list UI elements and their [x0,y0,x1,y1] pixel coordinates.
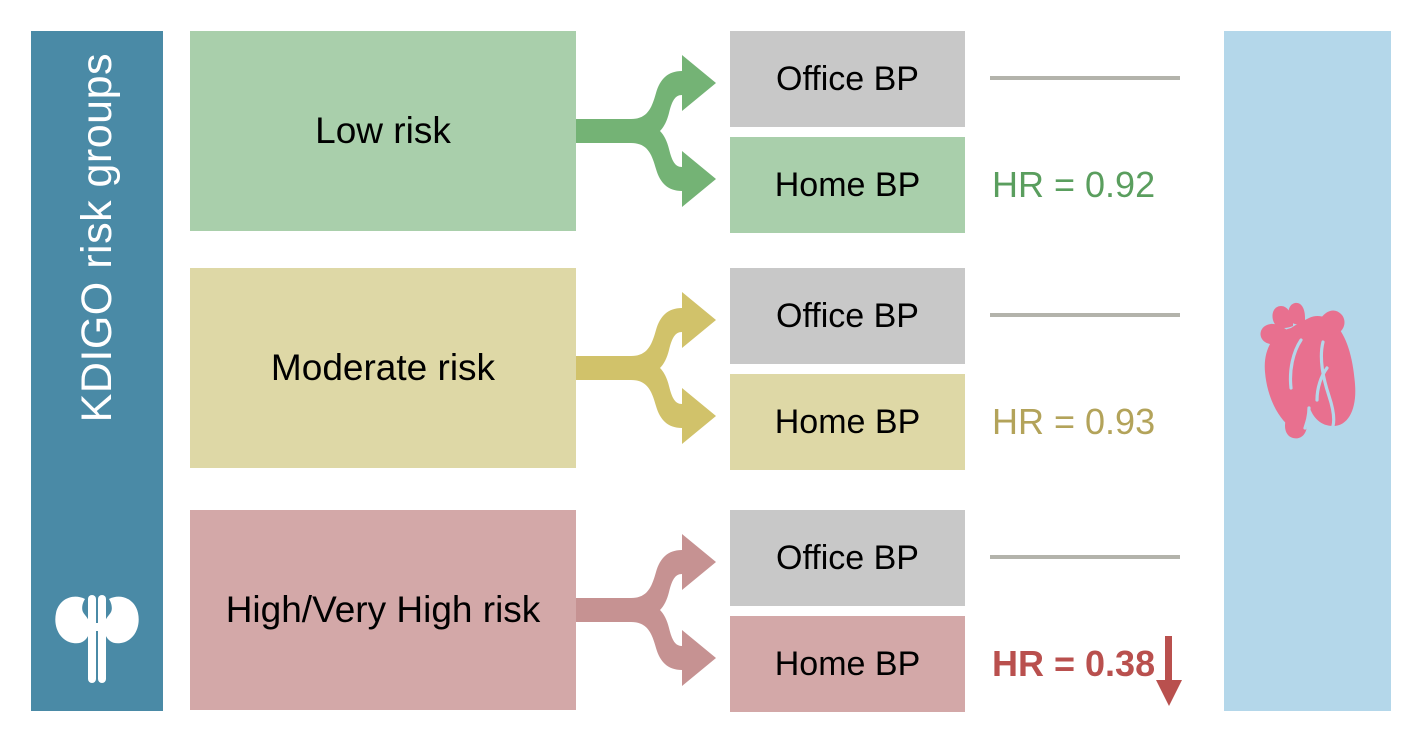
office-bp-label-high: Office BP [776,538,919,577]
heart-icon [1260,302,1355,439]
kdigo-risk-groups-sidebar: KDIGO risk groups [31,31,163,711]
hr-value-low: HR = 0.92 [992,164,1156,205]
cardiovascular-outcome-panel [1224,31,1391,711]
risk-box-moderate[interactable]: Moderate risk [190,268,576,468]
risk-row-high: High/Very High risk Office BP Home BP HR… [190,510,1190,712]
office-bp-result-rule-low [990,76,1180,80]
home-bp-box-high[interactable]: Home BP [730,616,965,712]
office-bp-box-low[interactable]: Office BP [730,31,965,127]
risk-label-moderate: Moderate risk [270,347,496,388]
fork-arrow-moderate [576,292,716,444]
risk-box-low[interactable]: Low risk [190,31,576,231]
sidebar-title: KDIGO risk groups [72,53,121,423]
risk-row-moderate: Moderate risk Office BP Home BP HR = 0.9… [190,268,1190,470]
office-bp-box-high[interactable]: Office BP [730,510,965,606]
office-bp-box-moderate[interactable]: Office BP [730,268,965,364]
risk-label-high: High/Very High risk [225,589,541,630]
office-bp-label-low: Office BP [776,59,919,98]
risk-label-low: Low risk [315,110,451,151]
down-arrow-icon [1156,636,1183,706]
home-bp-box-moderate[interactable]: Home BP [730,374,965,470]
home-bp-label-moderate: Home BP [774,402,921,441]
office-bp-result-rule-high [990,555,1180,559]
home-bp-label-low: Home BP [774,165,921,204]
home-bp-label-high: Home BP [774,644,921,683]
office-bp-result-rule-moderate [990,313,1180,317]
office-bp-label-moderate: Office BP [776,296,919,335]
risk-row-low: Low risk Office BP Home BP HR = 0.92 [190,31,1190,233]
fork-arrow-low [576,55,716,207]
kidney-icon [55,595,139,683]
risk-box-high[interactable]: High/Very High risk [190,510,576,710]
home-bp-box-low[interactable]: Home BP [730,137,965,233]
home-bp-hr-moderate: HR = 0.93 [992,374,1155,470]
home-bp-hr-low: HR = 0.92 [992,137,1155,233]
fork-arrow-high [576,534,716,686]
hr-value-high: HR = 0.38 [992,643,1156,684]
home-bp-hr-high: HR = 0.38 [992,616,1183,712]
hr-value-moderate: HR = 0.93 [992,401,1156,442]
